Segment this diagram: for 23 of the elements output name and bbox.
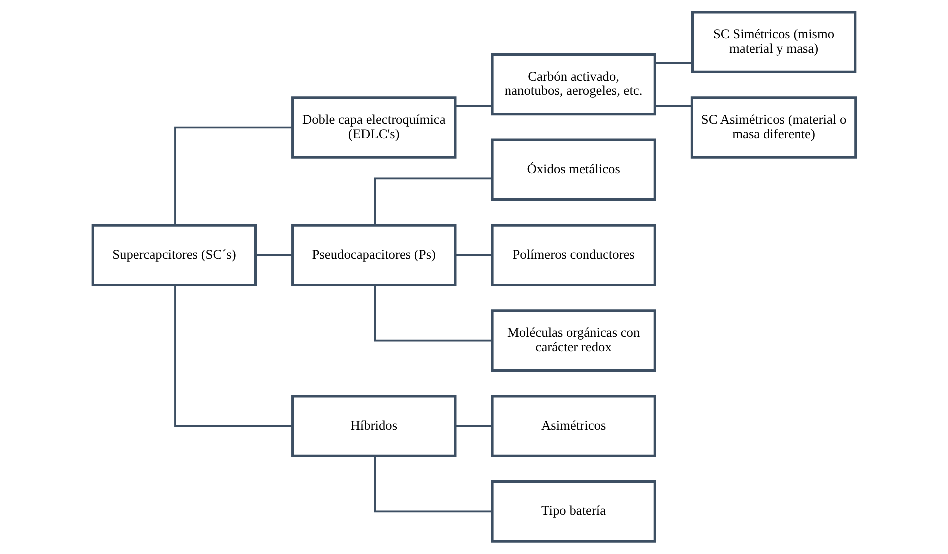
connector — [255, 254, 292, 256]
node-box: Asimétricos — [490, 395, 656, 458]
connector — [374, 285, 492, 342]
connector — [174, 126, 292, 226]
node-box: Pseudocapacitores (Ps) — [291, 224, 456, 287]
connector — [374, 456, 492, 513]
connector — [654, 105, 692, 108]
node-box: Doble capa electroquímica (EDLC's) — [291, 96, 456, 159]
node-box: Carbón activado, nanotubos, aerogeles, etc. — [490, 53, 656, 116]
node-box: Tipo batería — [490, 480, 656, 543]
connector — [174, 286, 292, 428]
connector — [455, 254, 492, 256]
connector — [455, 105, 492, 108]
node-box: Híbridos — [291, 395, 456, 458]
node-box: Óxidos metálicos — [490, 138, 656, 202]
node-box: Moléculas orgánicas con carácter redox — [490, 310, 656, 372]
node-box: Polímeros conductores — [490, 224, 656, 287]
connector — [455, 425, 492, 428]
node-box: Supercapcitores (SC´s) — [91, 224, 257, 287]
node-box: SC Simétricos (mismo material y masa) — [690, 11, 856, 74]
connector — [654, 62, 692, 64]
node-box: SC Asimétricos (material o masa diferente) — [690, 96, 857, 159]
connector — [374, 178, 492, 226]
